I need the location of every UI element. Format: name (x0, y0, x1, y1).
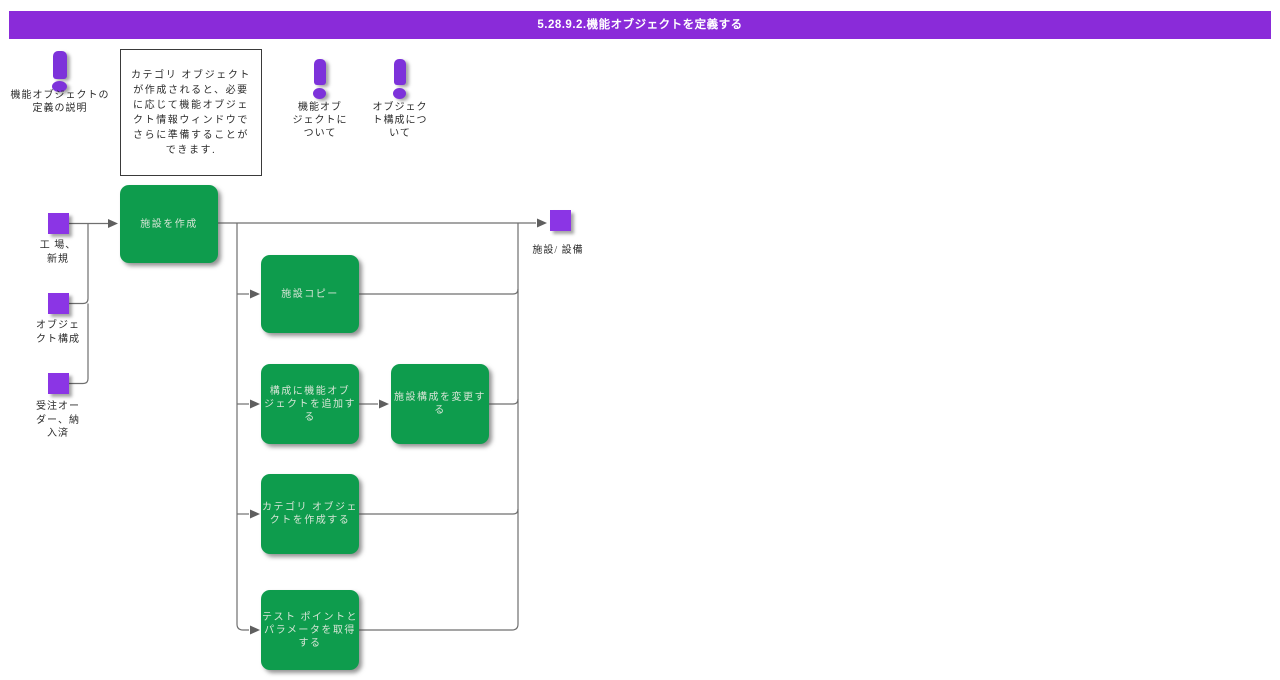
exclamation-bar-shape (53, 51, 67, 79)
node-line: る (434, 405, 446, 416)
node-create-facility[interactable]: 施設を作成 (120, 185, 218, 263)
node-get-test-points[interactable]: テスト ポイントと パラメータを取得 する (261, 590, 359, 670)
label-line: 入済 (47, 428, 69, 439)
node-line: る (304, 411, 316, 423)
label-line: 新規 (47, 253, 69, 265)
label-line: ダー、納 (36, 414, 80, 426)
node-create-category-object[interactable]: カテゴリ オブジェ クトを作成する (261, 474, 359, 554)
label-line: 受注オー (36, 401, 80, 412)
input-square-object-structure[interactable] (48, 293, 69, 314)
node-line: 施設構成を変更す (394, 392, 486, 403)
node-change-facility-structure[interactable]: 施設構成を変更す る (391, 364, 489, 444)
exclamation-dot-shape (393, 88, 406, 99)
note-line: ジェクトに (292, 115, 348, 126)
info-line: できます. (165, 144, 217, 156)
info-line: に応じて機能オブジェ (133, 99, 249, 111)
exclamation-dot-shape (313, 88, 326, 99)
note-about-object-structure: オブジェク ト構成につ いて (365, 101, 435, 140)
note-about-functional-object: 機能オブ ジェクトに ついて (285, 101, 355, 140)
info-text-box: カテゴリ オブジェクト が作成されると、必要 に応じて機能オブジェ クト情報ウィ… (120, 49, 262, 176)
node-line: テスト ポイントと (262, 611, 358, 623)
note-line: ト構成につ (372, 115, 428, 126)
info-line: クト情報ウィンドウで (133, 114, 249, 126)
node-line: する (298, 637, 322, 649)
node-line: 施設を作成 (140, 218, 198, 230)
note-line: 定義の説明 (32, 103, 88, 114)
note-line: 機能オブ (298, 102, 342, 113)
input-label-sales-order: 受注オー ダー、納 入済 (18, 400, 98, 441)
node-line: ジェクトを追加す (264, 398, 356, 410)
node-copy-facility[interactable]: 施設コピー (261, 255, 359, 333)
input-label-factory-new: 工 場、 新規 (18, 239, 98, 266)
label-line: オブジェ (36, 320, 80, 331)
page-title: 5.28.9.2.機能オブジェクトを定義する (9, 11, 1271, 39)
node-line: クトを作成する (269, 515, 351, 526)
note-line: いて (389, 128, 411, 139)
input-label-object-structure: オブジェ クト構成 (18, 319, 98, 346)
info-line: カテゴリ オブジェクト (130, 69, 252, 81)
node-line: パラメータを取得 (264, 624, 356, 636)
info-line: が作成されると、必要 (133, 84, 249, 96)
output-label-facility-equipment: 施設/ 設備 (508, 244, 608, 258)
note-line: 機能オブジェクトの (10, 90, 110, 101)
label-line: クト構成 (36, 333, 80, 345)
exclamation-dot-shape (52, 81, 67, 92)
label-line: 施設/ 設備 (532, 245, 584, 256)
note-definition-description: 機能オブジェクトの 定義の説明 (5, 89, 115, 115)
node-line: カテゴリ オブジェ (262, 502, 358, 513)
node-add-functional-object[interactable]: 構成に機能オブ ジェクトを追加す る (261, 364, 359, 444)
label-line: 工 場、 (39, 240, 77, 251)
arrowheads (108, 218, 547, 635)
node-line: 構成に機能オブ (269, 385, 351, 397)
note-line: ついて (303, 128, 337, 139)
input-square-sales-order[interactable] (48, 373, 69, 394)
output-square-facility-equipment[interactable] (550, 210, 571, 231)
node-line: 施設コピー (281, 288, 339, 300)
info-line: さらに準備することが (133, 129, 249, 141)
input-square-factory-new[interactable] (48, 213, 69, 234)
exclamation-bar-shape (314, 59, 326, 85)
exclamation-bar-shape (394, 59, 406, 85)
note-line: オブジェク (372, 102, 428, 113)
